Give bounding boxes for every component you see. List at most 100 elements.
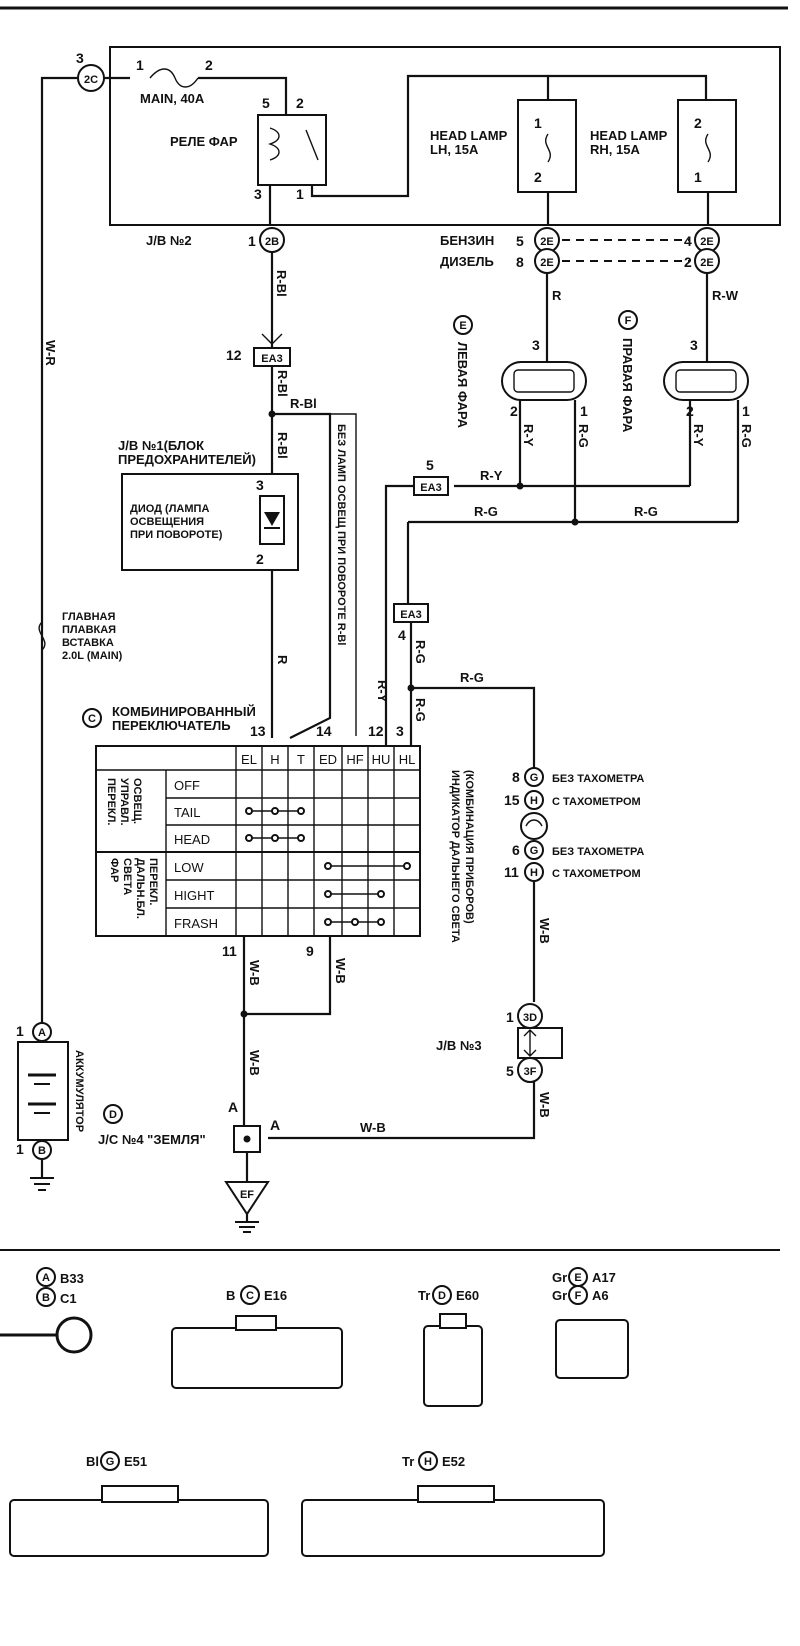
legend: A B33 B C1 B C E16 Tr D E60 Gr E A17 Gr … — [0, 1267, 629, 1557]
jb2-label: J/B №2 — [146, 233, 192, 248]
lamp-lh-label: HEAD LAMP LH, 15A — [430, 128, 511, 157]
main-fuse-label: MAIN, 40A — [140, 91, 205, 106]
diode-symbol — [264, 512, 280, 526]
combo-switch-table: EL H T ED HF HU HL OFF TAIL HEAD LOW HIG… — [95, 745, 421, 937]
connector-h — [524, 790, 544, 810]
wire-label-ry: R-Y — [691, 424, 706, 447]
lh-pin-2: 2 — [534, 169, 542, 185]
legend-e-color: Gr — [552, 1270, 567, 1285]
combo-switch-title: КОМБИНИРОВАННЫЙ ПЕРЕКЛЮЧАТЕЛЬ — [112, 704, 260, 733]
row-tail: TAIL — [174, 805, 201, 820]
battery — [17, 1041, 69, 1141]
legend-d-letter: D — [438, 1290, 446, 1302]
rh-fuse-symbol — [705, 133, 711, 163]
jb3-arrows-icon — [523, 1029, 537, 1057]
wire-label-wr: W-R — [43, 340, 58, 366]
indicator-filament — [525, 819, 543, 827]
wire-label-rg: R-G — [460, 670, 484, 685]
ea3-arrow-icon — [261, 333, 283, 345]
col-hu: HU — [372, 752, 391, 767]
left-headlamp: 3 2 1 E ЛЕВАЯ ФАРА — [453, 315, 588, 429]
with-tacho-label: С ТАХОМЕТРОМ — [552, 868, 641, 880]
pin-3: 3 — [76, 50, 84, 66]
legend-e-code: A17 — [592, 1270, 616, 1285]
connector-g-letter: G — [530, 772, 539, 784]
lh-lamp-pin-2: 2 — [510, 403, 518, 419]
wire-label-rg: R-G — [413, 698, 428, 722]
jc4-pin-a2: A — [270, 1117, 280, 1133]
connector-e16-icon — [171, 1327, 343, 1389]
connector-2e-label: 2E — [540, 257, 553, 269]
lh-fuse-symbol — [545, 133, 551, 163]
switch-pin-13: 13 — [250, 723, 266, 739]
connector-h-letter: H — [530, 795, 538, 807]
wire-wb-ground — [268, 1082, 536, 1140]
col-el: EL — [241, 752, 257, 767]
legend-h-letter: H — [424, 1456, 432, 1468]
ind-pin-8: 8 — [512, 769, 520, 785]
legend-h-color: Tr — [402, 1454, 414, 1469]
relay-pin-1: 1 — [296, 186, 304, 202]
jb3-pin-1: 1 — [506, 1009, 514, 1025]
wire-label-rg: R-G — [413, 640, 428, 664]
switch-table-frame — [95, 745, 421, 937]
no-lamp-label: БЕЗ ЛАМП ОСВЕЩ ПРИ ПОВОРОТЕ R-Bl — [335, 424, 347, 645]
legend-b-marker — [36, 1287, 56, 1307]
diesel-label: ДИЗЕЛЬ — [440, 254, 494, 269]
legend-d-color: Tr — [418, 1288, 430, 1303]
wire-rg-to-indicator — [411, 686, 536, 775]
connector-a17-icon — [555, 1319, 629, 1379]
connector-2e-label: 2E — [700, 236, 713, 248]
relay-coil-icon — [267, 127, 280, 161]
connector-2b-label: 2B — [265, 236, 279, 248]
jb1-pin-3: 3 — [256, 477, 264, 493]
row-head: HEAD — [174, 832, 210, 847]
fusible-link-label: ГЛАВНАЯ ПЛАВКАЯ ВСТАВКА 2.0L (MAIN) — [62, 611, 123, 662]
relay-pin-2: 2 — [296, 95, 304, 111]
relay-pin-5: 5 — [262, 95, 270, 111]
col-ed: ED — [319, 752, 337, 767]
legend-f-letter: F — [575, 1290, 582, 1302]
relay-label: РЕЛЕ ФАР — [170, 134, 238, 149]
ind-pin-11: 11 — [504, 864, 519, 880]
legend-b-letter: B — [42, 1292, 50, 1304]
legend-g-letter: G — [106, 1456, 115, 1468]
row-low: LOW — [174, 860, 204, 875]
connector-e51-icon — [9, 1499, 269, 1557]
legend-b-code: C1 — [60, 1291, 77, 1306]
connector-g — [524, 840, 544, 860]
connector-3f — [517, 1057, 543, 1083]
jc4-d-marker — [103, 1104, 123, 1124]
jb3-pin-5: 5 — [506, 1063, 514, 1079]
connector-e52-icon — [301, 1499, 605, 1557]
wire-wr — [40, 76, 78, 1025]
pin-2b-1: 1 — [248, 233, 256, 249]
connector-g-letter: G — [530, 845, 539, 857]
lh-pin-1: 1 — [534, 115, 542, 131]
ea3-label: EA3 — [261, 353, 282, 365]
lh-lamp-pin-1: 1 — [580, 403, 588, 419]
legend-a-letter: A — [42, 1272, 50, 1284]
legend-g-marker — [100, 1451, 120, 1471]
connector-g — [524, 767, 544, 787]
legend-g-code: E51 — [124, 1454, 147, 1469]
right-lamp-bulb — [675, 369, 737, 393]
jb3-label: J/B №3 — [436, 1038, 482, 1053]
legend-g-color: Bl — [86, 1454, 99, 1469]
wire-lamp-bus — [548, 74, 708, 100]
ind-pin-15: 15 — [504, 792, 520, 808]
wire-label-ry: R-Y — [480, 468, 503, 483]
rh-lamp-pin-3: 3 — [690, 337, 698, 353]
ea3-label: EA3 — [400, 609, 421, 621]
ground-ef-label: EF — [240, 1189, 254, 1201]
indicator-label: ИНДИКАТОР ДАЛЬНЕГО СВЕТА (КОМБИНАЦИЯ ПРИ… — [449, 770, 475, 946]
group-beam: ПЕРЕКЛ.ДАЛЬН.БЛ.СВЕТАФАР — [108, 858, 159, 919]
junction-dot — [407, 684, 415, 692]
junction-dot — [571, 518, 579, 526]
junction-dot — [240, 1010, 248, 1018]
legend-f-color: Gr — [552, 1288, 567, 1303]
battery-b-letter: B — [38, 1145, 46, 1157]
right-lamp-body — [663, 361, 749, 401]
legend-h-code: E52 — [442, 1454, 465, 1469]
legend-a-code: B33 — [60, 1271, 84, 1286]
